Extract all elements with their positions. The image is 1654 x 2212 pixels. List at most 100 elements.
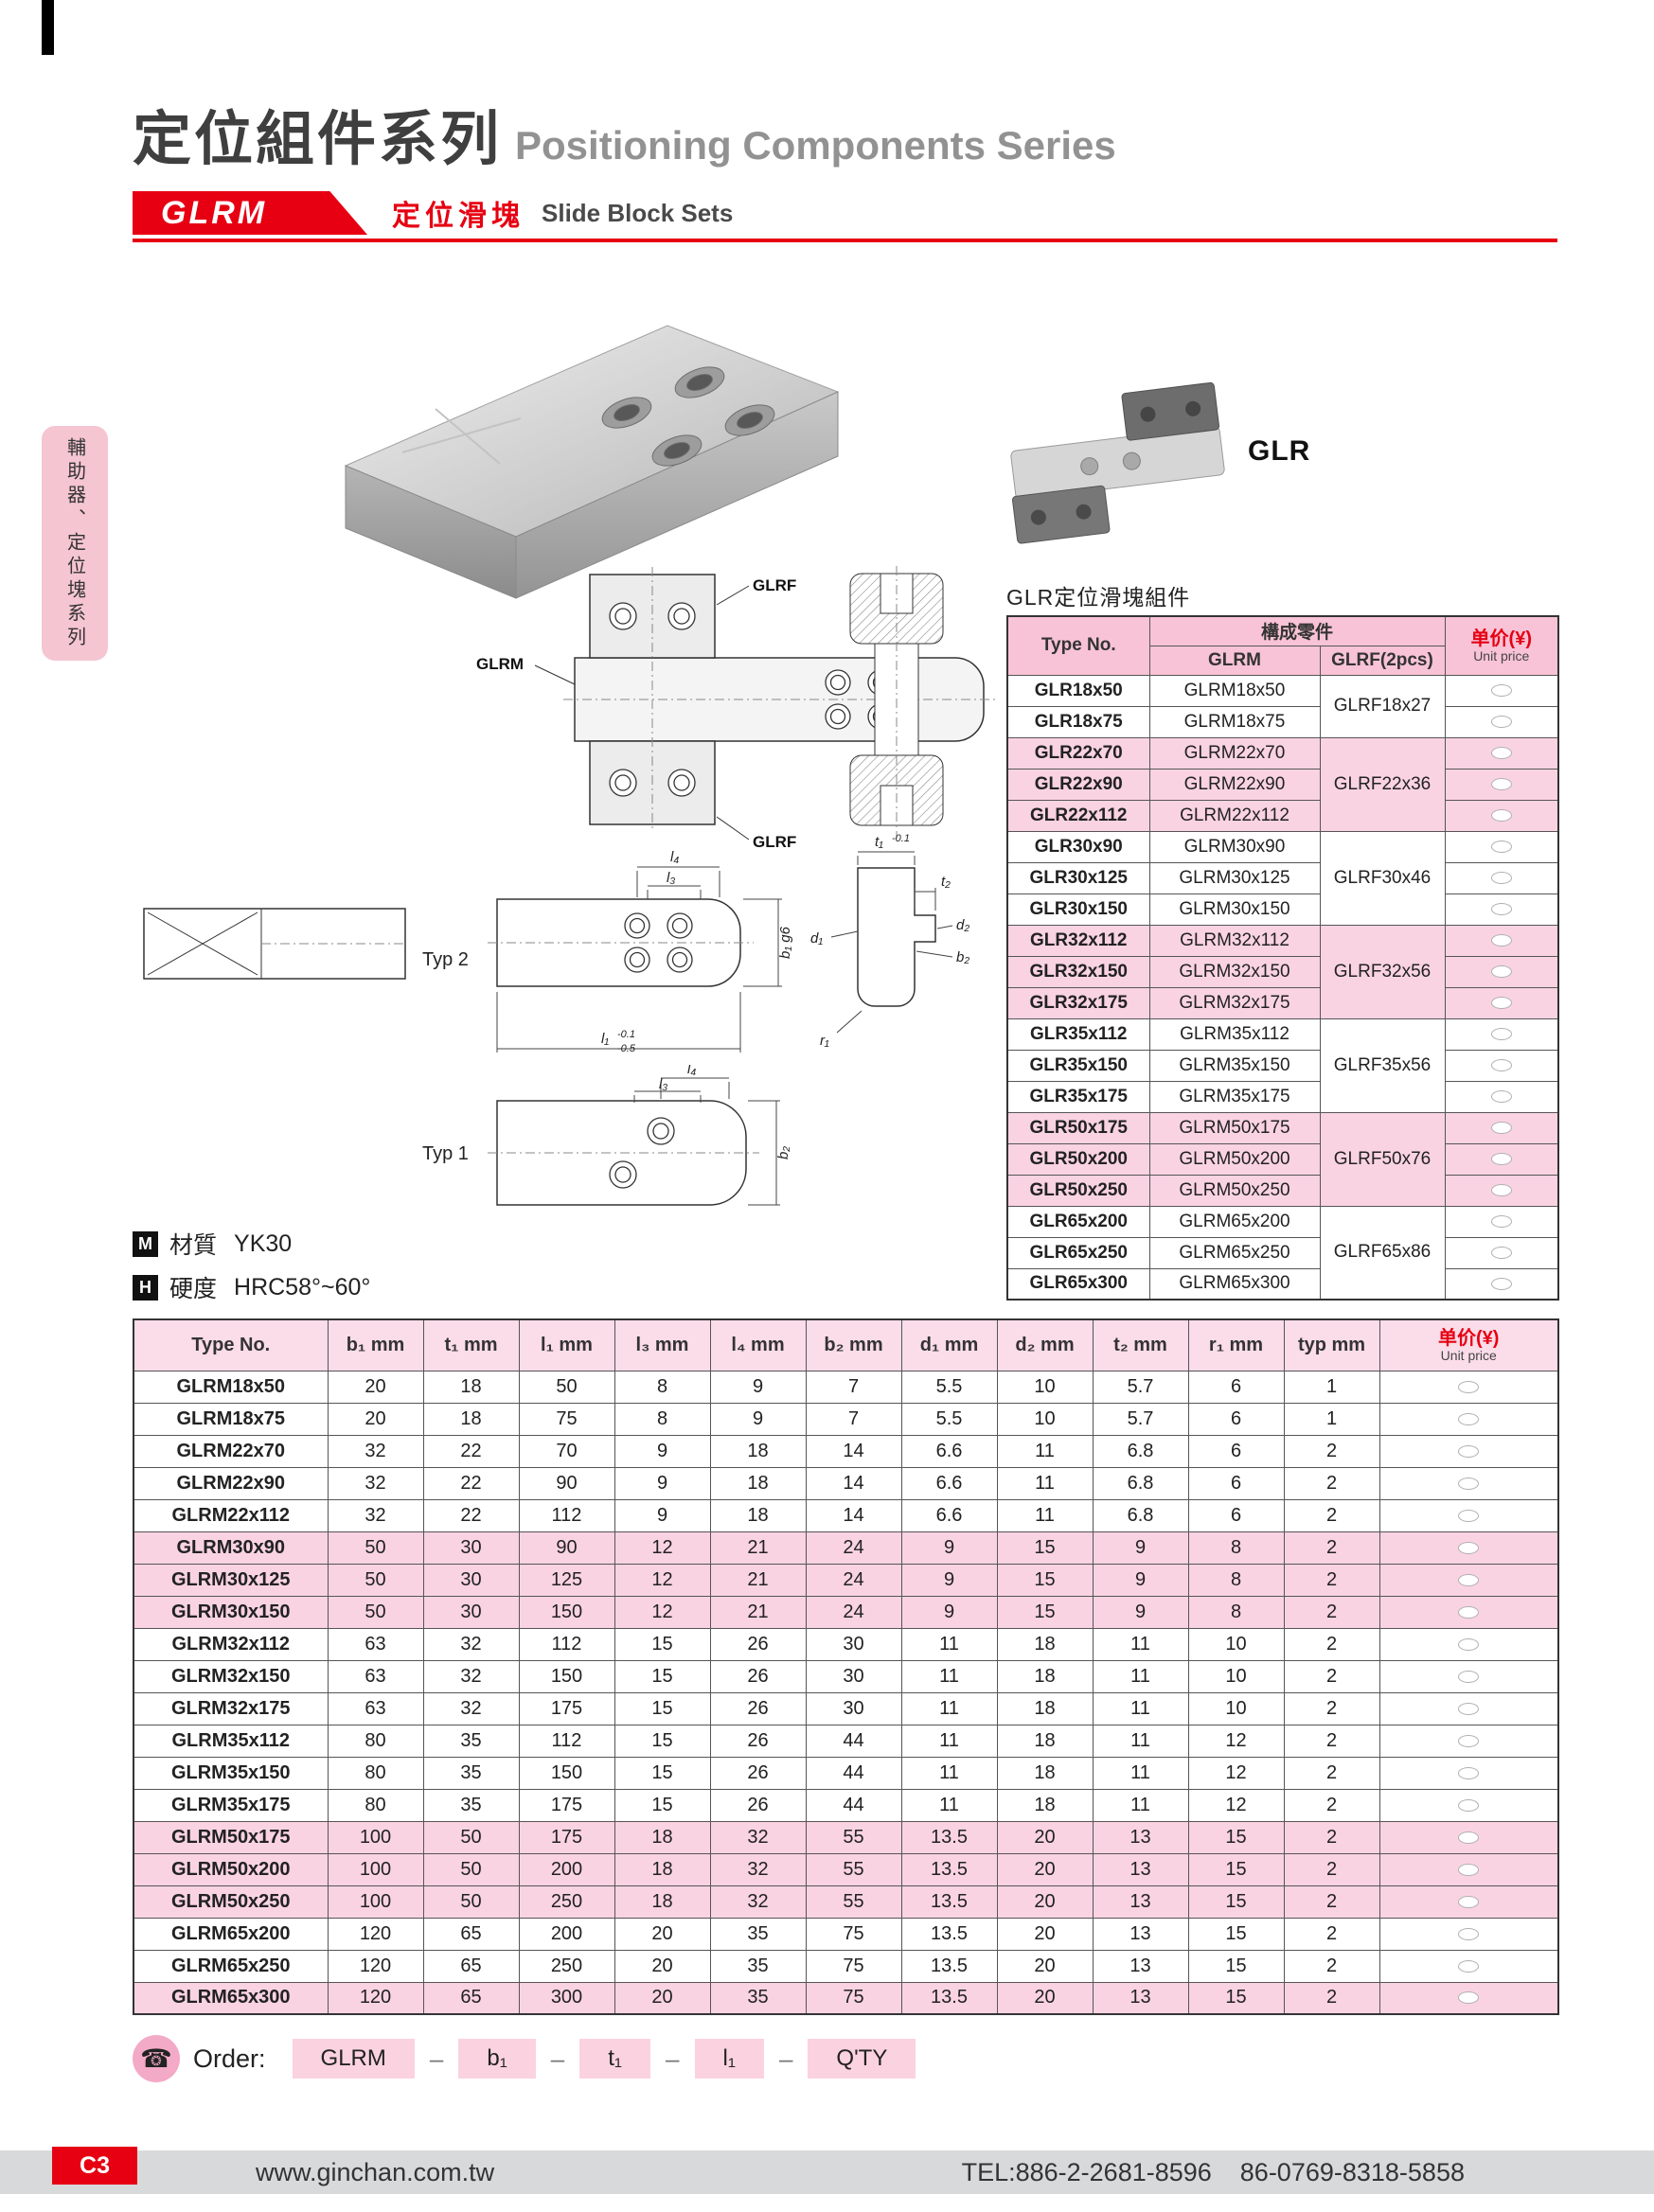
note-badge: H [133,1274,158,1301]
dim-price-cell [1378,1627,1559,1661]
dim-value-cell: 30 [422,1563,520,1597]
set-type-cell: GLR65x200 [1006,1205,1150,1238]
dim-value-cell: 55 [805,1820,902,1854]
dim-value-cell: 13.5 [900,1885,998,1919]
dim-value-cell: 12 [1187,1756,1285,1790]
set-price-cell [1444,924,1559,957]
price-circle [1458,1991,1480,2005]
dim-value-cell: 2 [1283,1756,1380,1790]
dim-value-cell: 10 [1187,1627,1285,1661]
set-glrm-cell: GLRM35x175 [1148,1080,1321,1113]
dim-value-cell: 9 [709,1402,807,1436]
price-circle [1490,1089,1512,1103]
price-circle [1458,1798,1480,1812]
dim-value-cell: 6 [1187,1402,1285,1436]
dim-price-cell [1378,1949,1559,1983]
dim-value-cell: 6 [1187,1466,1285,1500]
dim-value-cell: 18 [614,1820,711,1854]
sidebar-category-text: 輔助器、定位塊系列 [63,436,85,650]
dim-type-cell: GLRM35x112 [133,1724,329,1758]
dim-value-cell: 2 [1283,1691,1380,1725]
dim-column-header: l₄ mm [709,1318,807,1371]
dim-value-cell: 15 [1187,1917,1285,1951]
dim-value-cell: 12 [614,1595,711,1629]
dim-value-cell: 10 [996,1370,1094,1404]
dim-value-cell: 8 [1187,1563,1285,1597]
dim-value-cell: 9 [709,1370,807,1404]
dim-value-cell: 44 [805,1756,902,1790]
section-dims-drawing: t₁ -0.1 t₂ d₂ d₁ b₂ r₁ [810,833,969,1049]
dim-value-cell: 2 [1283,1820,1380,1854]
set-type-cell: GLR18x75 [1006,705,1150,738]
dim-value-cell: 21 [709,1531,807,1565]
glrm-product-photo [344,325,840,599]
set-price-cell [1444,1142,1559,1176]
series-code: GLRM [161,194,268,231]
dim-value-cell: 13 [1092,1820,1189,1854]
dim-value-cell: 5.7 [1092,1402,1189,1436]
dim-value-cell: 6 [1187,1498,1285,1532]
dim-price-cell [1378,1402,1559,1436]
set-price-cell [1444,1049,1559,1082]
dim-value-cell: 1 [1283,1370,1380,1404]
dim-value-cell: 20 [614,1949,711,1983]
footer-website: www.ginchan.com.tw [256,2158,495,2186]
dim-value-cell: 2 [1283,1981,1380,2015]
dim-column-header: l₁ mm [518,1318,615,1371]
dim-value-cell: 2 [1283,1917,1380,1951]
side-elevation-drawing [143,908,406,980]
set-glrf-cell: GLRF32x56 [1319,924,1446,1019]
dim-value-cell: 22 [422,1466,520,1500]
dim-value-cell: 9 [614,1498,711,1532]
price-circle [1490,1058,1512,1071]
set-glrm-cell: GLRM18x50 [1148,674,1321,707]
dim-value-cell: 13 [1092,1885,1189,1919]
price-circle [1490,746,1512,759]
dim-value-cell: 75 [805,1981,902,2015]
dim-value-cell: 15 [614,1756,711,1790]
dim-value-cell: 13 [1092,1917,1189,1951]
page-number-badge: C3 [52,2147,137,2185]
dim-value-cell: 32 [422,1691,520,1725]
dim-value-cell: 11 [996,1466,1094,1500]
dim-value-cell: 15 [996,1563,1094,1597]
dim-value-cell: 2 [1283,1466,1380,1500]
set-type-cell: GLR30x150 [1006,893,1150,926]
dim-value-cell: 12 [614,1563,711,1597]
corner-print-mark [42,0,54,55]
dim-column-header: t₁ mm [422,1318,520,1371]
dim-value-cell: 5.7 [1092,1370,1189,1404]
set-price-cell [1444,1267,1559,1301]
dim-value-cell: 2 [1283,1498,1380,1532]
dim-value-cell: 18 [996,1756,1094,1790]
section-dim-d1: d₁ [810,930,823,947]
dim-value-cell: 10 [996,1402,1094,1436]
set-table-header-row-2: GLRM GLRF(2pcs) [1007,645,1558,676]
set-glrf-cell: GLRF30x46 [1319,830,1446,926]
dim-price-cell [1378,1466,1559,1500]
dim-value-cell: 9 [614,1466,711,1500]
set-price-cell [1444,799,1559,832]
dim-value-cell: 55 [805,1885,902,1919]
dim-value-cell: 13 [1092,1981,1189,2015]
set-type-cell: GLR22x90 [1006,768,1150,801]
dim-value-cell: 15 [614,1691,711,1725]
dim-value-cell: 15 [1187,1820,1285,1854]
price-circle [1458,1444,1480,1458]
typ2-dim-l1-tol-upper: -0.1 [617,1029,635,1040]
typ1-drawing: Typ 1 l₄ l₃ b₂ [422,1065,791,1206]
order-part-box: b₁ [458,2039,536,2079]
price-circle [1458,1380,1480,1393]
